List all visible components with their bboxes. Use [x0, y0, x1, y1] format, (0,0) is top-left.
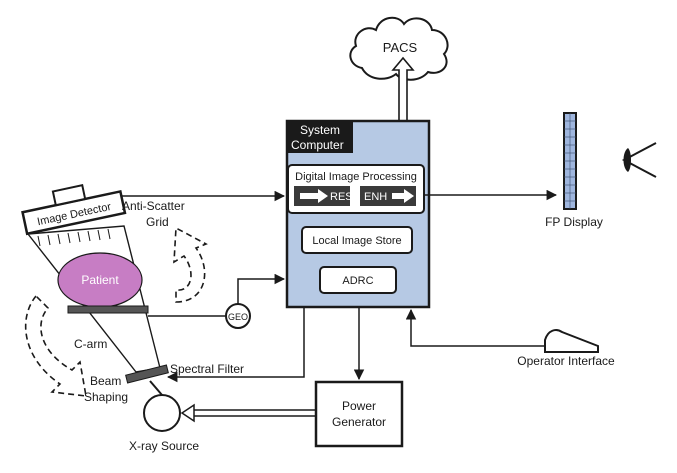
system-computer-title-line1: System	[300, 123, 340, 137]
spectral-filter-label: Spectral Filter	[170, 362, 244, 376]
local-image-store-box: Local Image Store	[301, 226, 413, 254]
anti-scatter-label-line1: Anti-Scatter	[122, 199, 185, 213]
system-computer: System Computer Digital Image Processing…	[285, 119, 431, 309]
adrc-label: ADRC	[342, 275, 373, 287]
fp-display: FP Display	[545, 112, 603, 229]
beam-shaping-label-line2: Shaping	[84, 390, 128, 404]
computer-to-filter-arrow	[166, 307, 305, 383]
res-label: RES	[330, 191, 353, 203]
x-ray-source-label: X-ray Source	[129, 439, 199, 453]
geo-label: GEO	[228, 312, 248, 322]
power-generator: Power Generator	[314, 380, 404, 448]
c-arm-assembly: Image Detector Patient	[21, 184, 181, 432]
enh-label: ENH	[364, 191, 387, 203]
enh-block: ENH	[360, 186, 416, 206]
local-image-store-label: Local Image Store	[312, 235, 401, 247]
pacs-label: PACS	[383, 40, 418, 55]
anti-scatter-grid	[37, 228, 111, 247]
adrc-box: ADRC	[319, 266, 397, 294]
image-detector: Image Detector	[21, 184, 127, 236]
digital-image-processing-box: Digital Image Processing RES ENH	[287, 164, 425, 214]
power-generator-label-line2: Generator	[332, 415, 386, 429]
generator-to-source-arrow	[180, 403, 316, 423]
fp-display-grid	[564, 113, 576, 209]
res-block: RES	[294, 186, 353, 206]
spectral-filter	[125, 364, 169, 384]
digital-image-processing-label: Digital Image Processing	[295, 171, 417, 183]
rotation-arrows	[24, 226, 208, 397]
anti-scatter-label-line2: Grid	[146, 215, 169, 229]
beam-shaping-label-line1: Beam	[90, 374, 121, 388]
fp-display-label: FP Display	[545, 215, 603, 229]
eye-icon	[621, 142, 657, 178]
system-computer-title-line2: Computer	[291, 138, 344, 152]
patient-label: Patient	[81, 273, 119, 287]
patient-table	[67, 305, 149, 314]
operator-interface: Operator Interface	[405, 308, 615, 368]
x-ray-source	[143, 380, 181, 432]
operator-interface-label: Operator Interface	[517, 354, 615, 368]
c-arm-label: C-arm	[74, 337, 107, 351]
power-generator-label-line1: Power	[342, 399, 376, 413]
geo-node: GEO	[148, 273, 286, 329]
